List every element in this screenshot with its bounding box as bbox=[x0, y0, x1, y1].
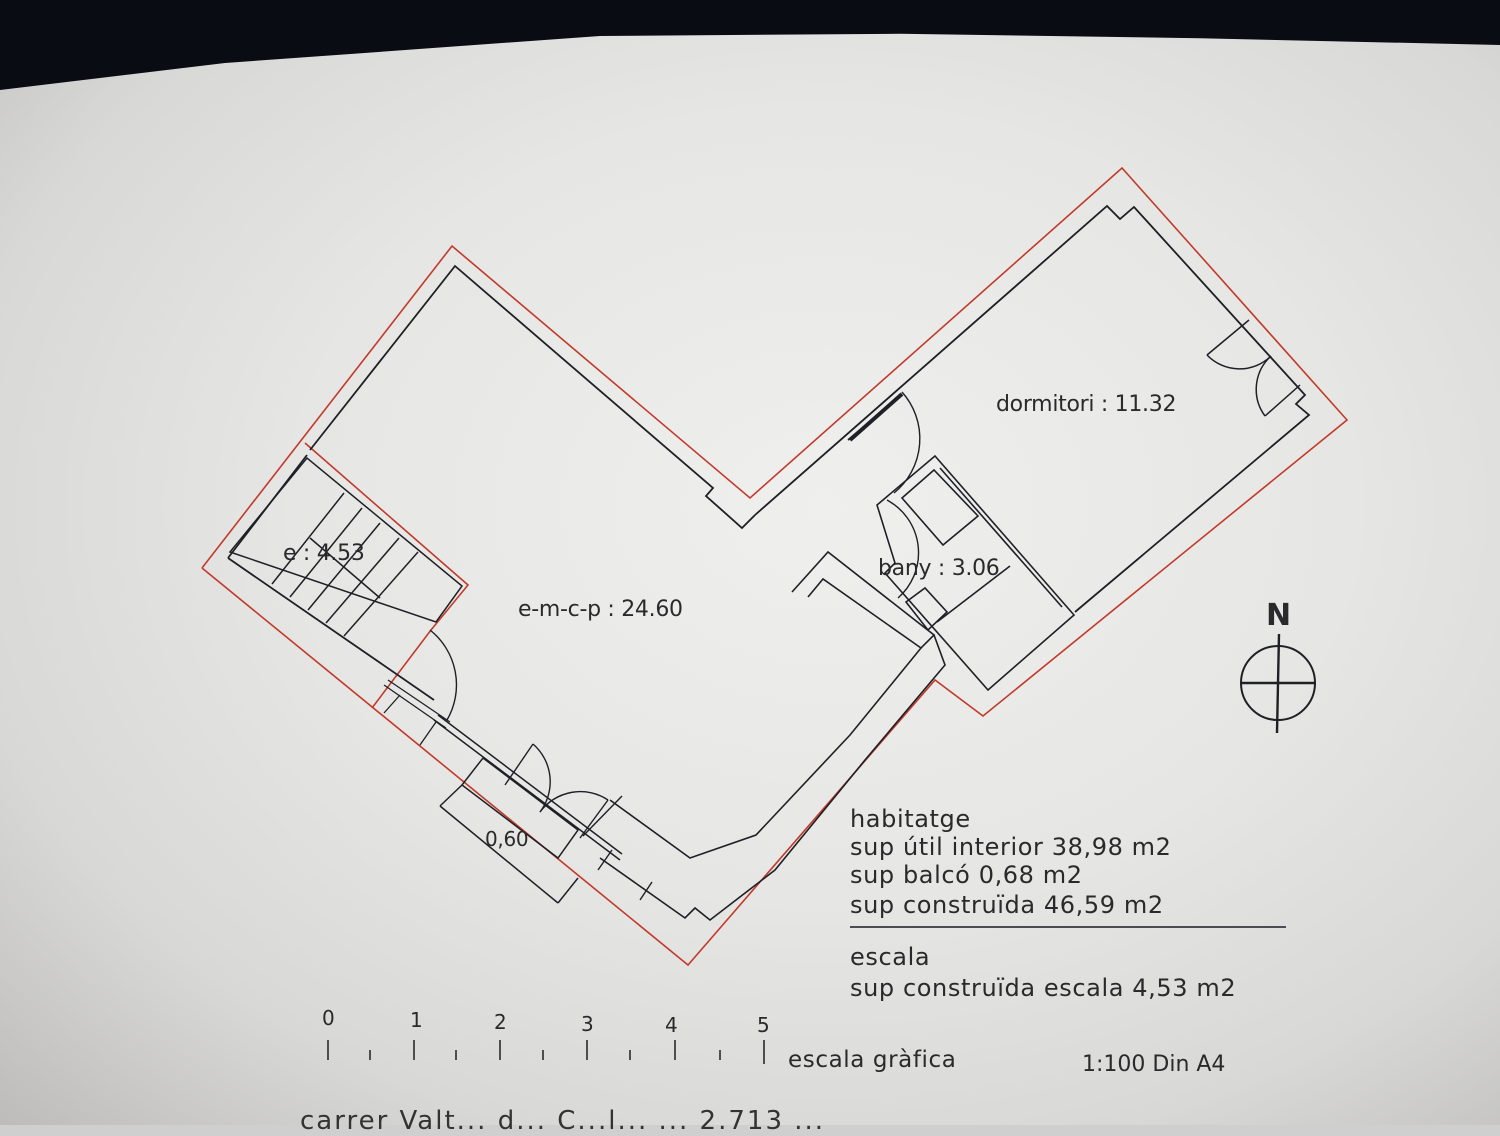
scale-tick-3: 3 bbox=[581, 1012, 594, 1036]
room-label-living: e-m-c-p : 24.60 bbox=[518, 597, 683, 622]
bathroom-door-swing-icon bbox=[886, 499, 920, 599]
living-room-walls bbox=[227, 264, 756, 701]
scale-tick-2: 2 bbox=[494, 1010, 507, 1034]
north-label: N bbox=[1266, 598, 1292, 633]
scale-tick-5: 5 bbox=[757, 1013, 770, 1037]
footer-address-partial: carrer Valt... d... C...l... ... 2.713 .… bbox=[300, 1106, 826, 1136]
legend-divider bbox=[850, 926, 1286, 928]
bathroom-walls bbox=[876, 454, 1076, 692]
room-label-stairs: e : 4.53 bbox=[283, 541, 365, 566]
corridor-walls bbox=[599, 550, 946, 922]
legend-housing-heading: habitatge bbox=[850, 805, 971, 833]
entrance-door-swing-icon bbox=[429, 629, 458, 721]
legend-balcony-area: sup balcó 0,68 m2 bbox=[850, 861, 1083, 889]
scale-bar-label: escala gràfica bbox=[788, 1047, 957, 1073]
stairs-boundary-outline bbox=[304, 442, 470, 709]
wardrobe-doors bbox=[1206, 319, 1301, 417]
stair-steps bbox=[228, 456, 464, 637]
balcony-outline bbox=[433, 714, 623, 904]
legend-stairs-built-area: sup construïda escala 4,53 m2 bbox=[850, 974, 1237, 1002]
scale-tick-4: 4 bbox=[665, 1013, 678, 1037]
scale-ratio: 1:100 Din A4 bbox=[1082, 1052, 1226, 1077]
legend-interior-area: sup útil interior 38,98 m2 bbox=[850, 833, 1172, 861]
north-compass-icon bbox=[1240, 633, 1316, 734]
legend-stairs-heading: escala bbox=[850, 943, 931, 971]
balcony-door-swing-icon bbox=[504, 743, 623, 839]
scale-tick-0: 0 bbox=[322, 1006, 335, 1030]
scale-tick-1: 1 bbox=[410, 1008, 423, 1032]
graphic-scale-bar bbox=[327, 1040, 765, 1064]
bedroom-door-swing-icon bbox=[893, 391, 921, 494]
legend-built-area: sup construïda 46,59 m2 bbox=[850, 891, 1164, 919]
built-boundary-outline bbox=[201, 166, 1349, 967]
room-label-bathroom: bany : 3.06 bbox=[878, 556, 1000, 581]
room-label-balcony: 0,60 bbox=[485, 827, 529, 851]
room-label-bedroom: dormitori : 11.32 bbox=[996, 392, 1177, 417]
